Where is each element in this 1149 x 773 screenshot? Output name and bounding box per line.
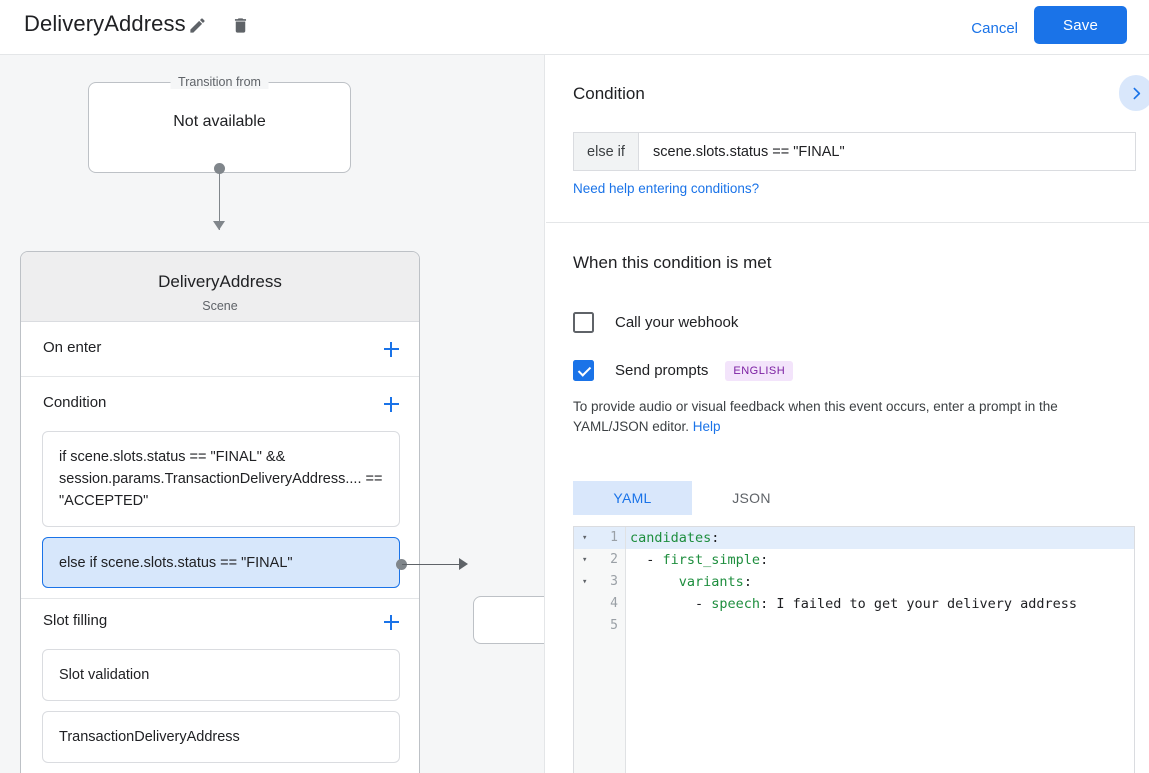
transition-target-node[interactable]: [473, 596, 544, 644]
top-bar: DeliveryAddress Cancel Save: [0, 0, 1149, 55]
prompts-helper-text: To provide audio or visual feedback when…: [573, 397, 1133, 437]
pencil-icon[interactable]: [182, 10, 212, 40]
editor-gutter-row: 5: [574, 615, 625, 637]
editor-code-line[interactable]: - speech: I failed to get your delivery …: [630, 596, 1078, 612]
tab-yaml[interactable]: YAML: [573, 481, 692, 515]
when-met-heading: When this condition is met: [573, 253, 772, 272]
fold-toggle-icon[interactable]: ▾: [582, 555, 588, 565]
transition-from-title: Not available: [173, 113, 266, 130]
scene-header: DeliveryAddress Scene: [21, 252, 419, 322]
scene-name: DeliveryAddress: [158, 272, 282, 291]
editor-gutter-row: 4: [574, 593, 625, 615]
connector-arrow-right: [459, 558, 468, 570]
editor-code-line[interactable]: - first_simple:: [630, 552, 769, 568]
send-prompts-label: Send prompts: [615, 362, 709, 379]
editor-gutter-row: ▾2: [574, 549, 625, 571]
editor-code-line[interactable]: [626, 615, 1134, 637]
call-webhook-checkbox[interactable]: [573, 312, 594, 333]
connector-line-vertical: [218, 168, 220, 230]
fold-toggle-icon[interactable]: ▾: [582, 577, 588, 587]
condition-item-selected[interactable]: else if scene.slots.status == "FINAL": [42, 537, 400, 588]
slot-validation-item[interactable]: Slot validation: [42, 649, 400, 701]
scene-type: Scene: [202, 299, 238, 313]
connector-dot-right: [396, 559, 407, 570]
editor-line-number: 3: [610, 574, 618, 589]
transition-from-legend: Transition from: [170, 75, 269, 89]
editor-line-number: 1: [610, 530, 618, 545]
condition-input[interactable]: [639, 133, 1135, 170]
editor-line-number: 5: [610, 618, 618, 633]
chevron-right-icon[interactable]: [1119, 75, 1149, 111]
transition-to-node: Transition to DeliveryAddress Scene On e…: [20, 251, 420, 773]
trash-icon[interactable]: [225, 10, 255, 40]
send-prompts-checkbox[interactable]: [573, 360, 594, 381]
cancel-button[interactable]: Cancel: [963, 12, 1026, 44]
add-condition-button[interactable]: [377, 390, 405, 418]
add-slot-filling-button[interactable]: [377, 608, 405, 636]
add-on-enter-button[interactable]: [377, 335, 405, 363]
language-badge: ENGLISH: [725, 360, 794, 381]
prompts-help-link[interactable]: Help: [692, 419, 721, 434]
editor-line-number: 2: [610, 552, 618, 567]
call-webhook-label: Call your webhook: [615, 314, 739, 331]
when-condition-met-block: When this condition is met Call your web…: [546, 224, 1149, 773]
editor-code-line[interactable]: candidates:: [626, 527, 1134, 549]
editor-code-area[interactable]: candidates: - first_simple: variants: - …: [626, 527, 1134, 773]
section-on-enter: On enter: [21, 322, 419, 377]
condition-block: Condition else if Need help entering con…: [546, 55, 1149, 223]
send-prompts-row[interactable]: Send prompts ENGLISH: [573, 360, 794, 381]
condition-input-row[interactable]: else if: [573, 132, 1136, 171]
condition-heading: Condition: [573, 84, 645, 103]
condition-prefix: else if: [574, 133, 639, 170]
section-on-enter-head: On enter: [21, 322, 419, 376]
save-button[interactable]: Save: [1034, 6, 1127, 44]
connector-line-horizontal: [402, 563, 461, 565]
section-on-enter-title: On enter: [43, 339, 102, 356]
editor-gutter-row: ▾1: [574, 527, 625, 549]
section-condition: Condition if scene.slots.status == "FINA…: [21, 377, 419, 599]
details-panel: Condition else if Need help entering con…: [546, 55, 1149, 773]
prompts-helper-sentence: To provide audio or visual feedback when…: [573, 399, 1058, 434]
condition-item[interactable]: if scene.slots.status == "FINAL" && sess…: [42, 431, 400, 527]
editor-tabs: YAML JSON: [573, 481, 811, 515]
slot-item[interactable]: TransactionDeliveryAddress: [42, 711, 400, 763]
flow-canvas: Transition from Not available Transition…: [0, 55, 545, 773]
editor-gutter-row: ▾3: [574, 571, 625, 593]
editor-line-number: 4: [610, 596, 618, 611]
section-condition-title: Condition: [43, 394, 107, 411]
call-webhook-row[interactable]: Call your webhook: [573, 312, 738, 333]
transition-from-node[interactable]: Transition from Not available: [88, 75, 351, 173]
tab-json[interactable]: JSON: [732, 490, 771, 506]
section-condition-head: Condition: [21, 377, 419, 431]
section-slot-filling-head: Slot filling: [21, 595, 419, 649]
editor-code-line[interactable]: variants:: [678, 574, 752, 590]
section-slot-filling-title: Slot filling: [43, 612, 108, 629]
section-slot-filling: Slot filling Slot validation Transaction…: [21, 595, 419, 773]
fold-toggle-icon[interactable]: ▾: [582, 533, 588, 543]
condition-help-link[interactable]: Need help entering conditions?: [573, 181, 760, 196]
page-title: DeliveryAddress: [24, 11, 186, 36]
connector-arrow-down: [213, 221, 225, 230]
